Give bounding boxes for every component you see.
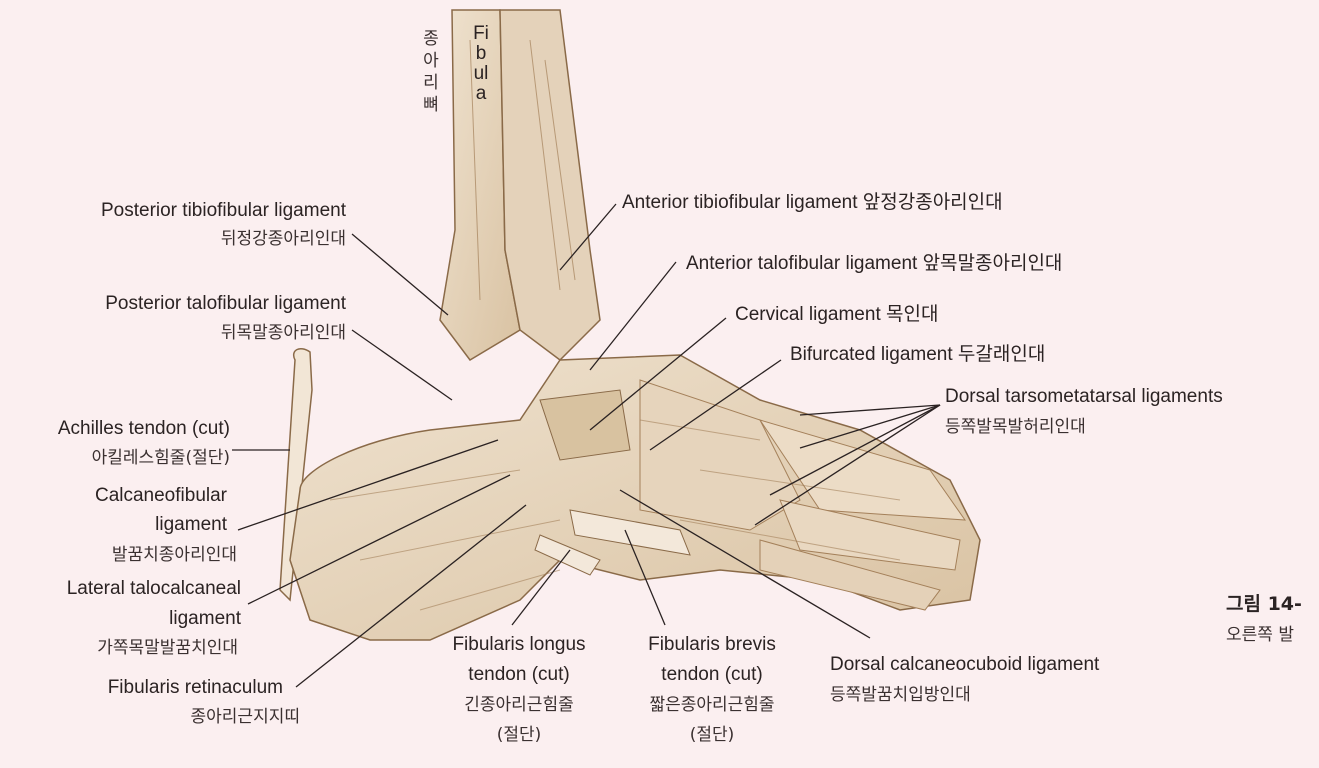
label-calcaneofibular-en-1: Calcaneofibular [94, 485, 227, 506]
label-calcaneofibular-ko: 발꿈치종아리인대 [111, 545, 237, 565]
label-cervical: Cervical ligament 목인대 [735, 304, 939, 325]
label-anterior-talofibular: Anterior talofibular ligament 앞목말종아리인대 [686, 253, 1063, 274]
label-calcaneofibular-en-2: ligament [155, 514, 227, 535]
label-dorsal-calcaneocuboid-en: Dorsal calcaneocuboid ligament [830, 654, 1100, 675]
label-dorsal-tarsometatarsal-ko: 등쪽발목발허리인대 [945, 417, 1086, 437]
label-fibularis-brevis-en-1: Fibularis brevis [648, 634, 776, 655]
label-fibularis-longus-en-2: tendon (cut) [468, 664, 570, 685]
label-fibularis-brevis-en-2: tendon (cut) [661, 664, 763, 685]
label-lateral-talocalcaneal-en-2: ligament [169, 608, 241, 629]
figure-subtitle: 오른쪽 발 [1226, 625, 1294, 645]
heel-and-foot-bones [289, 354, 981, 641]
label-fibularis-longus-en-1: Fibularis longus [452, 634, 586, 655]
label-achilles-en: Achilles tendon (cut) [57, 418, 230, 439]
label-posterior-tibiofibular-ko: 뒤정강종아리인대 [220, 229, 346, 249]
label-lateral-talocalcaneal-ko: 가쪽목말발꿈치인대 [97, 638, 238, 658]
label-dorsal-calcaneocuboid-ko: 등쪽발꿈치입방인대 [830, 685, 971, 705]
label-posterior-talofibular-en: Posterior talofibular ligament [105, 293, 346, 314]
label-dorsal-tarsometatarsal-en: Dorsal tarsometatarsal ligaments [945, 386, 1223, 407]
label-posterior-tibiofibular-en: Posterior tibiofibular ligament [100, 200, 346, 221]
label-lateral-talocalcaneal-en-1: Lateral talocalcaneal [66, 578, 241, 599]
label-bifurcated: Bifurcated ligament 두갈래인대 [790, 344, 1046, 365]
fibula-tibia-bone [439, 9, 601, 361]
label-fibularis-retinaculum-ko: 종아리근지지띠 [190, 707, 300, 727]
label-posterior-talofibular-ko: 뒤목말종아리인대 [220, 323, 346, 343]
label-fibularis-retinaculum-en: Fibularis retinaculum [107, 677, 283, 698]
label-fibularis-longus-ko-1: 긴종아리근힘줄 [464, 695, 574, 715]
label-achilles-ko: 아킬레스힘줄(절단) [91, 448, 230, 468]
label-fibularis-longus-ko-2: (절단) [496, 725, 542, 745]
leader-lines [232, 203, 941, 688]
label-fibularis-brevis-ko-1: 짧은종아리근힘줄 [649, 695, 775, 715]
figure-title: 그림 14- [1226, 593, 1302, 615]
label-fibula-en: Fibula [473, 23, 489, 104]
label-fibula-ko: 종아리뼈 [423, 29, 439, 115]
label-fibularis-brevis-ko-2: (절단) [689, 725, 735, 745]
label-anterior-tibiofibular: Anterior tibiofibular ligament 앞정강종아리인대 [622, 192, 1003, 213]
